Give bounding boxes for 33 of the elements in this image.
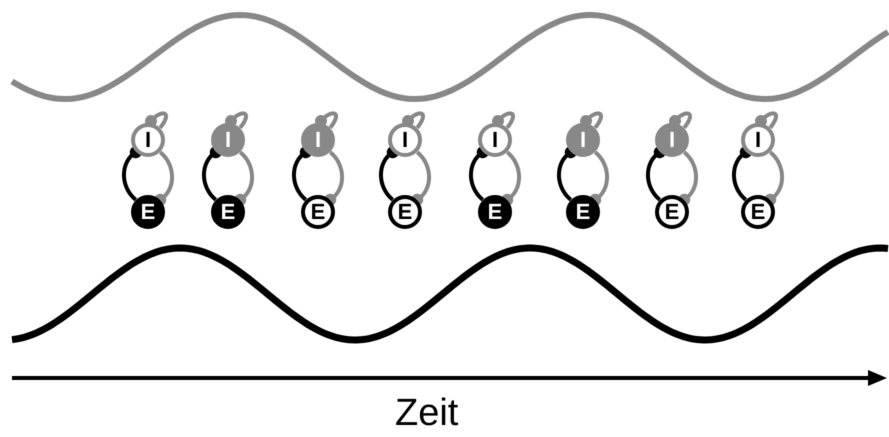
neuron-circle: E <box>301 195 335 229</box>
connection-line <box>556 146 577 202</box>
neuron-circle: I <box>131 123 165 157</box>
connection-line <box>122 146 142 202</box>
connection-line <box>646 146 666 202</box>
neuron-circle: E <box>478 195 512 229</box>
neuron-circle: E <box>388 195 422 229</box>
neuron-circle: I <box>301 123 335 157</box>
connection-line <box>154 150 174 206</box>
connection-line <box>202 146 222 202</box>
connection-line <box>468 146 489 202</box>
neuron-circle: E <box>131 195 165 229</box>
neuron-circle: I <box>388 123 422 157</box>
neuron-circle: E <box>741 195 775 229</box>
connection-line <box>324 150 344 206</box>
neuron-circle: I <box>478 123 512 157</box>
neuron-circle: I <box>566 123 600 157</box>
neuron-circle: I <box>655 123 689 157</box>
connection-line <box>292 146 312 202</box>
connection-line <box>678 150 698 206</box>
neuron-circle: I <box>211 123 245 157</box>
neuron-circle: I <box>741 123 775 157</box>
connection-line <box>732 146 752 202</box>
connection-line <box>411 150 432 206</box>
neuron-circle: E <box>566 195 600 229</box>
axis-label: Zeit <box>395 392 458 435</box>
connection-line <box>501 150 522 206</box>
connection-line <box>378 146 399 202</box>
neuron-circle: E <box>211 195 245 229</box>
connection-line <box>589 150 610 206</box>
connection-line <box>234 150 254 206</box>
neuron-circle: E <box>655 195 689 229</box>
connection-line <box>764 150 784 206</box>
